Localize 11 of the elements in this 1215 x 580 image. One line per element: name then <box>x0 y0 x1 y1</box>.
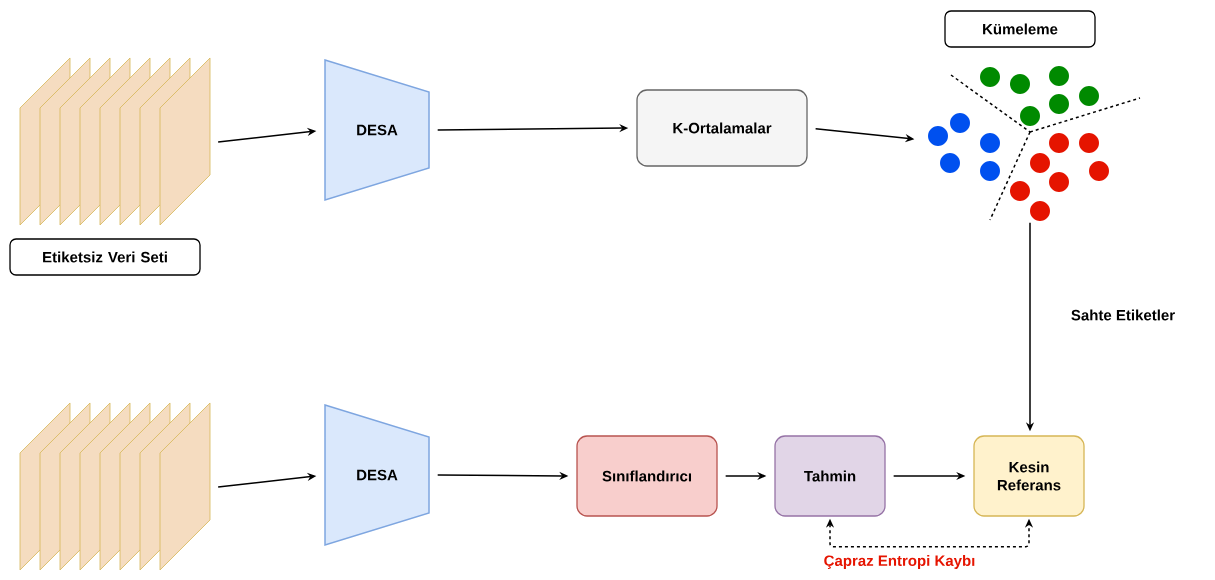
process-box: Sınıflandırıcı <box>576 435 718 517</box>
image-stack <box>19 57 211 226</box>
edge-label: Çapraz Entropi Kaybı <box>821 553 978 571</box>
process-box: Kesin Referans <box>973 435 1085 517</box>
label-box: Kümeleme <box>944 10 1096 48</box>
edge-label: Sahte Etiketler <box>1068 307 1178 323</box>
label-box: Etiketsiz Veri Seti <box>9 238 201 276</box>
process-box: Tahmin <box>774 435 886 517</box>
cluster-drawing <box>928 66 1141 221</box>
image-stack <box>19 402 211 571</box>
process-box: K-Ortalamalar <box>636 89 808 167</box>
